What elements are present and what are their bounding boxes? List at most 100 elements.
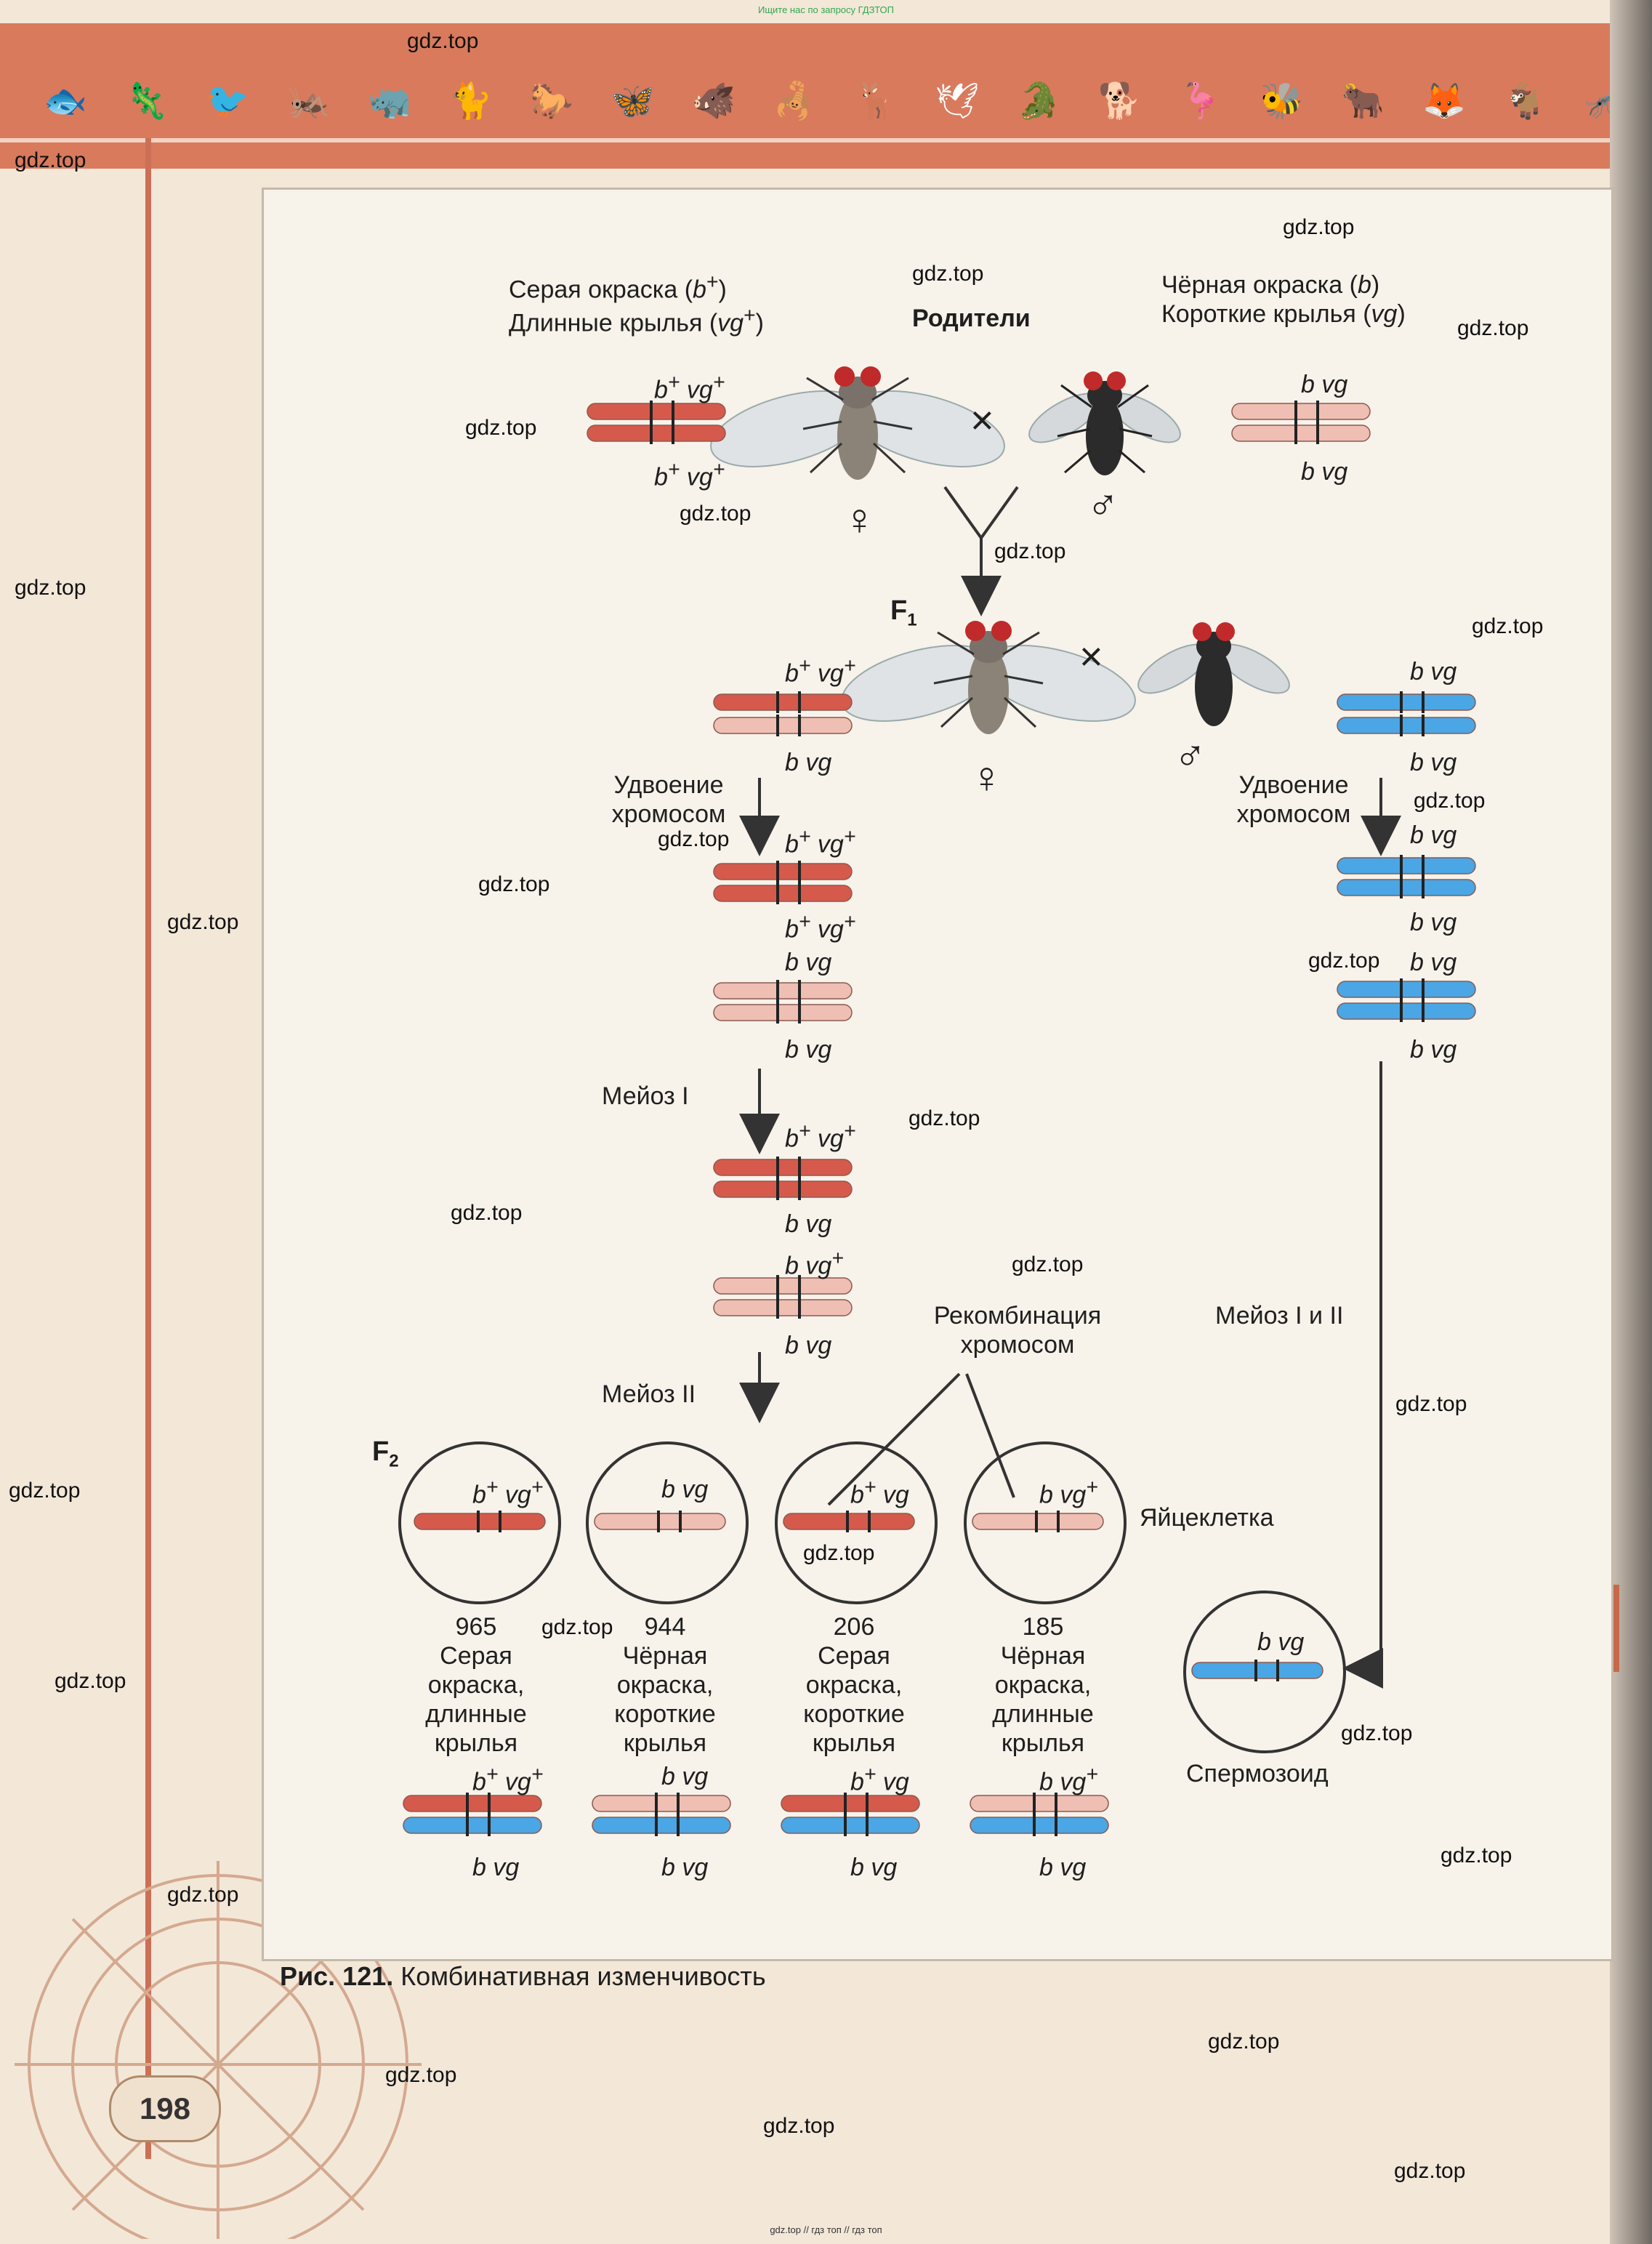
male-fly-illustration (1028, 371, 1181, 475)
chromosome-bar (713, 693, 853, 711)
sperm-cell (1183, 1590, 1346, 1753)
lizard-icon: 🦎 (124, 82, 169, 121)
female-symbol: ♀ (843, 495, 876, 544)
gene-label: b vg (661, 1854, 709, 1881)
chromosome-bar (403, 1817, 542, 1834)
gene-label: b vg (1301, 371, 1348, 398)
gene-label: b+ vg+ (785, 1119, 856, 1153)
watermark-text: gdz.top (465, 416, 537, 440)
chromosome-bar (713, 885, 853, 902)
gene-label: b+ vg+ (654, 371, 725, 404)
chromosome-bar (1337, 981, 1476, 998)
chromosome-bar (1337, 1002, 1476, 1020)
watermark-text: gdz.top (451, 1201, 523, 1225)
duplication-left-label: Удвоение хромосом (611, 771, 726, 829)
gene-label: b vg (785, 1036, 832, 1063)
f1-male-symbol: ♂ (1174, 731, 1206, 780)
dragonfly-icon: 🐝 (1260, 82, 1304, 121)
seagull-icon: 🕊 (935, 82, 980, 121)
gene-label: b+ vg+ (785, 825, 856, 858)
gene-label: b+ vg+ (785, 910, 856, 944)
watermark-text: gdz.top (1414, 789, 1486, 813)
gene-label: b vg (1410, 749, 1457, 776)
gene-label: b vg (1257, 1628, 1305, 1656)
chromosome-bar (587, 403, 726, 420)
watermark-text: gdz.top (167, 910, 239, 934)
figure-frame (262, 188, 1613, 1961)
chromosome-bar (970, 1817, 1109, 1834)
watermark-text: gdz.top (407, 29, 479, 53)
watermark-text: gdz.top (478, 872, 550, 896)
watermark-text: gdz.top (1395, 1392, 1467, 1416)
decorative-compass (15, 1861, 422, 2239)
gene-label: b vg (661, 1476, 709, 1503)
meiosis1-label: Мейоз I (602, 1082, 689, 1110)
watermark-text: gdz.top (912, 262, 984, 286)
fish-icon: 🐟 (44, 82, 87, 121)
f1-cross-symbol: × (1079, 633, 1103, 679)
gene-label: b+ vg+ (472, 1763, 544, 1796)
watermark-text: gdz.top (1012, 1252, 1084, 1276)
sperm-label: Спермозоид (1186, 1760, 1329, 1787)
horse-icon: 🐎 (530, 82, 573, 121)
gene-label: b vg+ (1039, 1476, 1098, 1509)
page-number: 198 (109, 2075, 221, 2142)
gene-label: b vg+ (785, 1247, 844, 1280)
male-symbol: ♂ (1087, 480, 1119, 529)
watermark-text: gdz.top (385, 2063, 457, 2087)
bull-icon: 🐂 (1341, 82, 1385, 121)
watermark-text: gdz.top (1341, 1721, 1413, 1745)
chromosome-bar (1337, 693, 1476, 711)
chromosome-bar (1231, 403, 1371, 420)
watermark-text: gdz.top (15, 148, 86, 172)
header-band-rule (0, 138, 1628, 142)
boar-icon: 🐗 (692, 82, 736, 121)
watermark-text: gdz.top (1457, 316, 1529, 340)
egg-label: Яйцеклетка (1140, 1504, 1274, 1532)
watermark-text: gdz.top (167, 1883, 239, 1907)
watermark-text: gdz.top (1208, 2030, 1280, 2054)
chromosome-bar (1231, 425, 1371, 442)
rhino-icon: 🦏 (368, 82, 411, 121)
duplication-right-label: Удвоение хромосом (1236, 771, 1351, 829)
dog-icon: 🐕 (1097, 82, 1142, 121)
gene-label: b vg (785, 749, 832, 776)
chromosome-bar (713, 863, 853, 880)
gene-label: b vg (1301, 458, 1348, 486)
gamete-cell-2 (586, 1441, 749, 1604)
chromosome-bar (713, 1299, 853, 1316)
bottom-note: gdz.top // гдз топ // гдз топ (770, 2224, 882, 2235)
fox-icon: 🦊 (1422, 82, 1466, 121)
cross-symbol: × (970, 397, 994, 443)
watermark-text: gdz.top (1308, 949, 1380, 973)
gene-label: b+ vg+ (654, 458, 725, 491)
insect-icon: 🦗 (286, 82, 331, 121)
f1-label: F1 (890, 595, 917, 630)
chromosome-drawings (403, 401, 1476, 1836)
butterfly-icon: 🦋 (611, 82, 655, 121)
gene-label: b+ vg (850, 1476, 909, 1509)
gene-label: b vg (1410, 909, 1457, 936)
recombination-label: Рекомбинация хромосом (933, 1302, 1102, 1359)
gene-label: b vg (1410, 658, 1457, 685)
watermark-text: gdz.top (1441, 1843, 1512, 1867)
f1-female-fly-illustration (841, 619, 1136, 736)
chromosome-bar (713, 1159, 853, 1176)
f1-male-fly-illustration (1137, 622, 1290, 726)
watermark-text: gdz.top (658, 827, 730, 851)
search-note: Ищите нас по запросу ГДЗТОП (757, 4, 894, 15)
gene-label: b vg (785, 1332, 832, 1359)
gene-label: b vg (661, 1763, 709, 1790)
watermark-text: gdz.top (1472, 614, 1544, 638)
f2-label: F2 (372, 1436, 399, 1471)
gene-label: b vg+ (1039, 1763, 1098, 1796)
gene-label: b+ vg (850, 1763, 909, 1796)
header-band (0, 23, 1628, 169)
chromosome-bar (713, 1277, 853, 1295)
gene-label: b vg (472, 1854, 520, 1881)
deer-icon: 🦌 (854, 82, 898, 121)
gene-label: b+ vg+ (785, 654, 856, 688)
gene-label: b vg (785, 1210, 832, 1238)
